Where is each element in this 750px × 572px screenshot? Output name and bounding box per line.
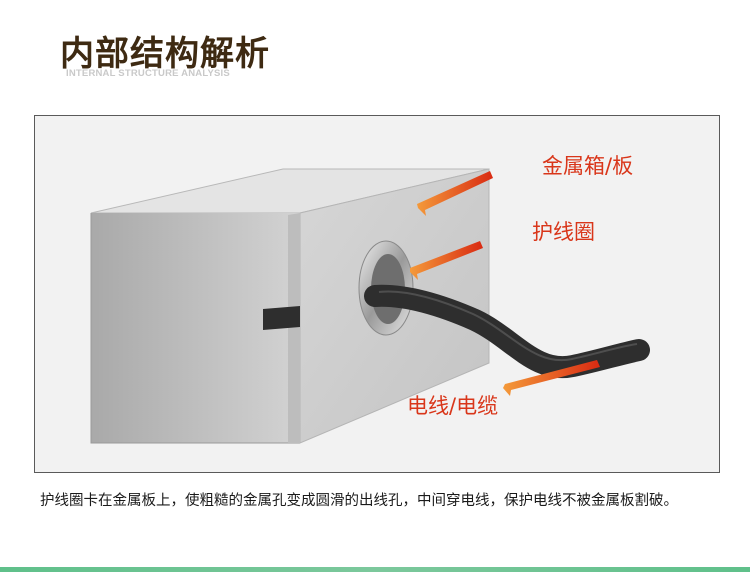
arrow-metal-box <box>417 171 493 216</box>
bottom-accent-bar <box>0 567 750 572</box>
arrow-grommet <box>410 241 483 280</box>
cable <box>364 284 650 379</box>
structure-illustration <box>90 168 650 444</box>
page-title: 内部结构解析 <box>60 34 270 74</box>
label-cable: 电线/电缆 <box>407 394 499 418</box>
label-metal-box: 金属箱/板 <box>542 154 634 178</box>
diagram-frame <box>34 115 720 473</box>
cable-interior <box>263 306 300 330</box>
description-text: 护线圈卡在金属板上，使粗糙的金属孔变成圆滑的出线孔，中间穿电线，保护电线不被金属… <box>40 493 678 509</box>
box-open-face <box>91 213 300 443</box>
page-subtitle: INTERNAL STRUCTURE ANALYSIS <box>66 68 230 79</box>
label-grommet: 护线圈 <box>532 220 595 244</box>
arrow-cable <box>503 360 600 396</box>
